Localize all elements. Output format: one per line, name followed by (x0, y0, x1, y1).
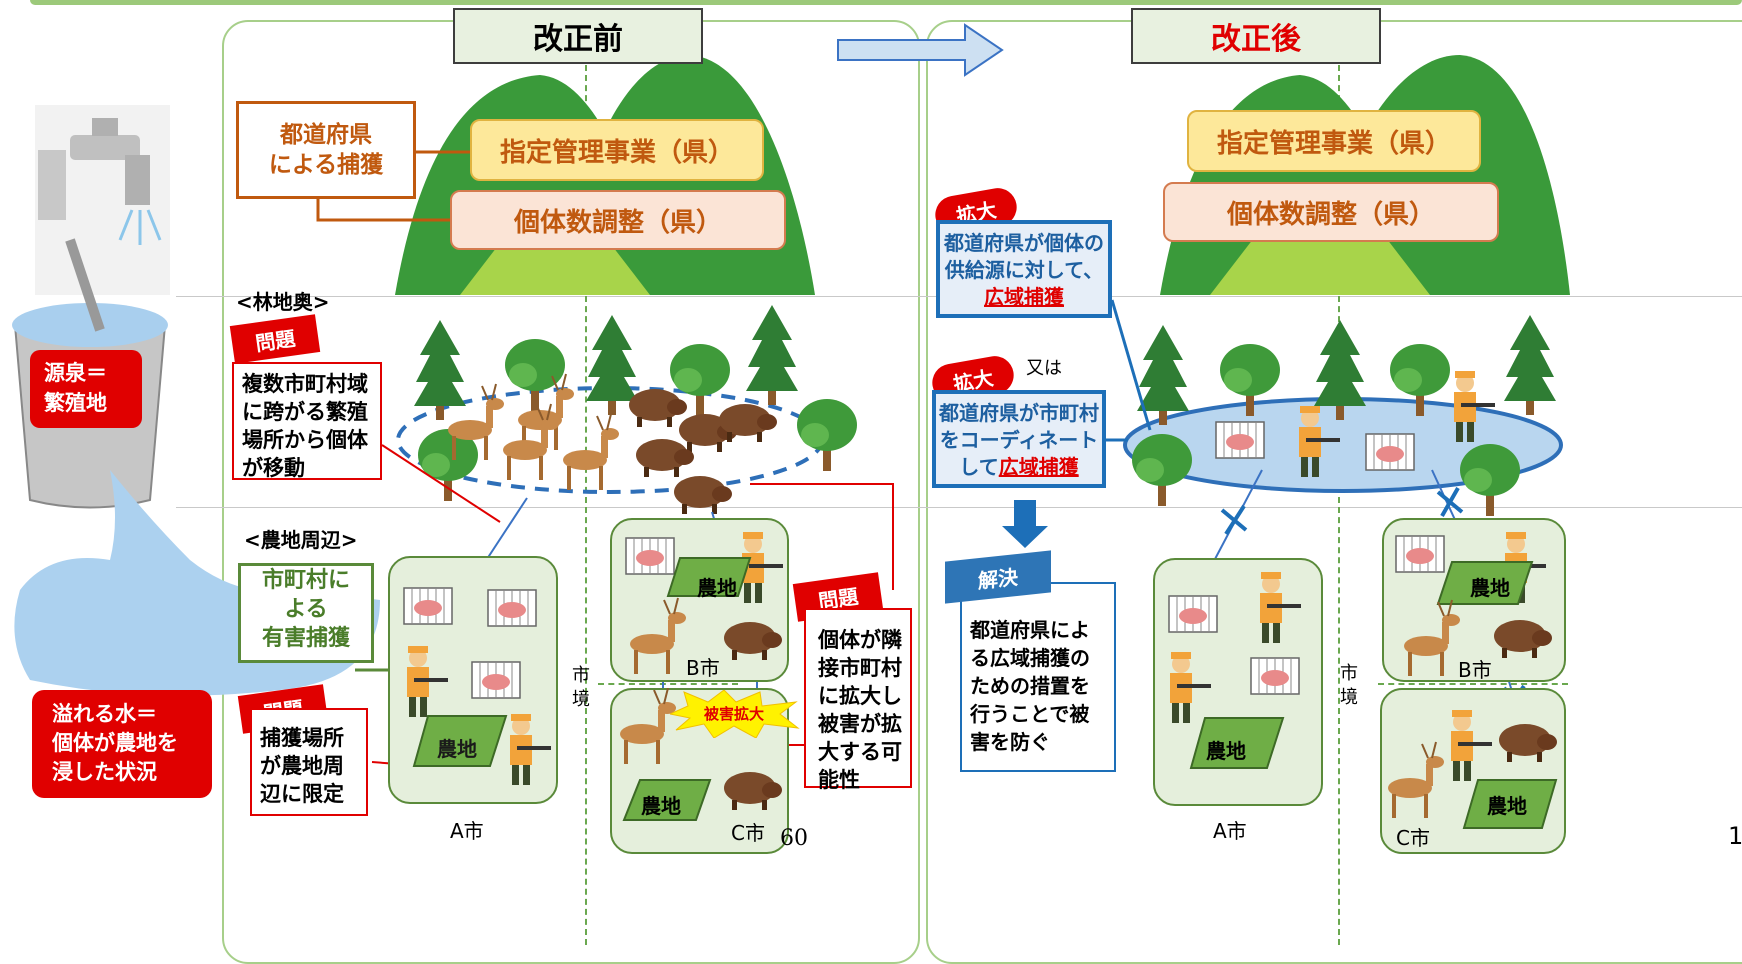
corner-number: 1 (1728, 822, 1742, 850)
farm-label: 農地 (697, 576, 737, 600)
city-border-label: 市 境 (572, 665, 590, 710)
farm-label: 農地 (1206, 739, 1246, 763)
damage-burst-icon (670, 690, 800, 738)
farm-label: 農地 (437, 737, 477, 761)
down-arrow-icon (1002, 500, 1048, 548)
problem3-box: 個体が隣 接市町村 に拡大し 被害が拡 大する可 能性 (804, 608, 912, 792)
farm-area-label: <農地周辺> (244, 528, 358, 552)
designated-box-before: 指定管理事業（県） (470, 119, 764, 181)
problem1-box: 複数市町村域 に跨がる繁殖 場所から個体 が移動 (232, 362, 382, 480)
farm-c-after-illustration (1387, 710, 1558, 829)
expand1-box: 都道府県が個体の 供給源に対して、 広域捕獲 (936, 220, 1112, 318)
solve-box (960, 582, 1116, 772)
city-border-line (1338, 65, 1340, 945)
farm-c-illustration (619, 688, 782, 821)
forest-label: <林地奥> (236, 290, 330, 314)
city-c-label: C市 (731, 821, 765, 845)
pref-capture-box: 都道府県 による捕獲 (236, 101, 416, 199)
city-b-label: B市 (686, 656, 720, 680)
top-border (30, 0, 1742, 5)
city-b-label: B市 (1458, 658, 1492, 682)
solve-text: 都道府県によ る広域捕獲の ための措置を 行うことで被 害を防ぐ (970, 618, 1090, 754)
connector-line (316, 194, 450, 222)
farm-b-illustration (625, 532, 783, 675)
page-number: 60 (780, 826, 808, 851)
farm-a-illustration (403, 587, 551, 785)
city-a-label: A市 (1213, 819, 1247, 843)
or-label: 又は (1026, 358, 1062, 379)
city-a-label: A市 (450, 819, 484, 843)
damage-label: 被害拡大 (704, 705, 765, 723)
farm-b-after-illustration (1395, 532, 1552, 677)
separator (176, 507, 1742, 508)
farm-label: 農地 (1487, 794, 1527, 818)
designated-box-after: 指定管理事業（県） (1187, 110, 1481, 172)
population-box-before: 個体数調整（県） (450, 190, 786, 250)
city-border-label: 市 境 (1340, 663, 1358, 708)
mountain-after (1160, 55, 1570, 295)
faucet-icon (35, 105, 170, 295)
expand2-box: 都道府県が市町村 をコーディネート して広域捕獲 (932, 390, 1106, 488)
muni-capture-box: 市町村に よる 有害捕獲 (238, 563, 374, 663)
source-box: 源泉＝ 繁殖地 (30, 350, 142, 428)
population-box-after: 個体数調整（県） (1163, 182, 1499, 242)
farm-label: 農地 (1470, 576, 1510, 600)
farm-a-after-illustration (1168, 572, 1301, 769)
city-border-line (1378, 683, 1568, 685)
overflow-box: 溢れる水＝ 個体が農地を 浸した状況 (32, 690, 212, 798)
transition-arrow (837, 23, 1004, 77)
city-border-line (598, 683, 738, 685)
city-c-label: C市 (1396, 826, 1430, 850)
header-after: 改正後 (1131, 8, 1381, 64)
city-border-line (585, 65, 587, 945)
farm-label: 農地 (641, 794, 681, 818)
problem2-box: 捕獲場所 が農地周 辺に限定 (250, 708, 368, 816)
header-before: 改正前 (453, 8, 703, 64)
